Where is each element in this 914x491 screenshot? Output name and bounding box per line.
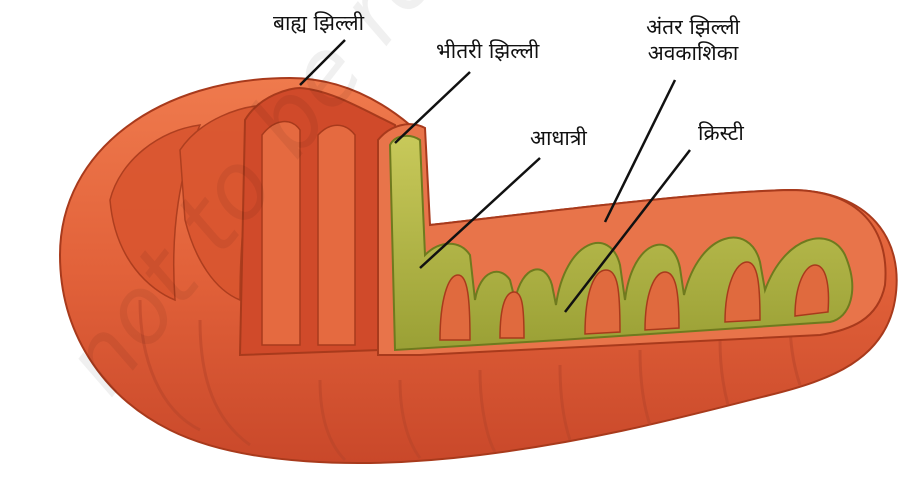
label-outer-membrane: बाह्य झिल्ली <box>273 11 365 35</box>
leader-cristae <box>564 149 691 313</box>
label-intermembrane-space: अंतर झिल्ली अवकाशिका <box>646 15 740 66</box>
label-inner-membrane: भीतरी झिल्ली <box>436 39 540 63</box>
leader-outer-membrane <box>299 39 346 86</box>
leader-lines <box>299 39 691 313</box>
leader-matrix <box>419 157 541 269</box>
outer-ribs <box>138 299 802 462</box>
label-matrix: आधात्री <box>530 126 587 150</box>
leader-inner-membrane <box>394 71 471 144</box>
cristae-folds <box>439 261 830 341</box>
label-cristae: क्रिस्टी <box>698 121 744 145</box>
inner-wall-folds <box>261 120 356 346</box>
leader-intermembrane <box>603 79 677 223</box>
